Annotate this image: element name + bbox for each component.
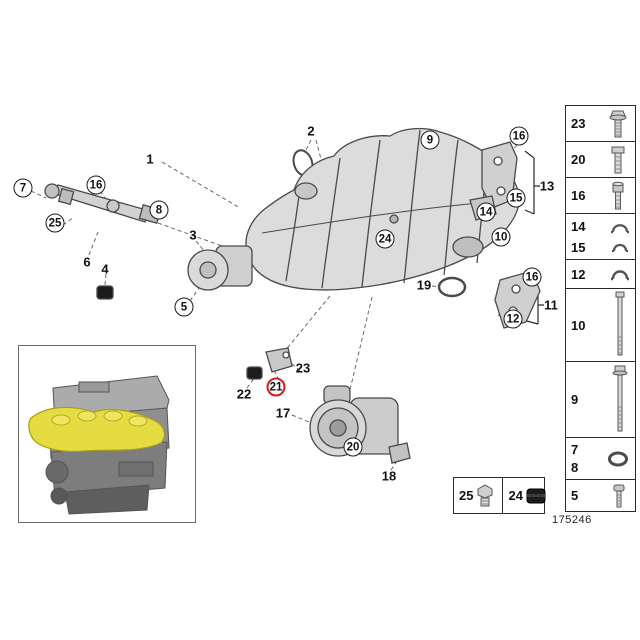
part-ref-label: 15	[571, 239, 586, 255]
sidebar-row-16: 16	[566, 178, 635, 214]
part-ref-label: 20	[571, 152, 586, 167]
part-ref-label: 14	[571, 219, 586, 235]
callout-16-mid: 16	[522, 267, 542, 287]
engine-thumbnail-box	[18, 345, 196, 523]
callout-16-left: 16	[86, 175, 106, 195]
sidebar-row-14-15: 14 15	[566, 214, 635, 260]
flange-bolt-icon	[606, 109, 630, 139]
sidebar-row-23: 23	[566, 106, 635, 142]
callout-22: 22	[236, 386, 252, 402]
callout-1: 1	[146, 151, 154, 167]
bottom-fastener-box: 25 24	[453, 477, 546, 514]
callout-9: 9	[420, 130, 440, 150]
callout-13: 13	[539, 178, 555, 194]
sidebar-row-5: 5	[566, 480, 635, 511]
screw-plug-icon	[473, 483, 497, 509]
bracket-lines	[522, 150, 544, 325]
socket-head-screw-icon	[606, 181, 630, 211]
hose-clamp-icon	[610, 239, 630, 255]
part-ref-label: 5	[571, 488, 579, 503]
callout-8: 8	[149, 200, 169, 220]
throttle-body-drawing	[309, 385, 399, 457]
part-ref-label: 25	[459, 488, 474, 503]
long-stud-bolt-icon	[610, 291, 630, 359]
hose-clamp-icon	[610, 218, 630, 236]
o-ring-icon	[606, 448, 630, 470]
rubber-mount-4-drawing	[96, 285, 114, 300]
callout-16-top: 16	[509, 126, 529, 146]
callout-14: 14	[476, 202, 496, 222]
o-ring-19-drawing	[437, 276, 467, 298]
fastener-sidebar: 23 20 16 14	[565, 105, 636, 512]
hex-bolt-icon	[606, 145, 630, 175]
callout-12: 12	[503, 309, 523, 329]
sidebar-subrow-14: 14	[571, 218, 630, 236]
callout-4: 4	[101, 261, 109, 277]
callout-3: 3	[189, 227, 197, 243]
callout-7: 7	[13, 178, 33, 198]
rubber-grommet-icon	[523, 484, 549, 508]
part-ref-label: 9	[571, 392, 579, 407]
callout-11: 11	[544, 297, 558, 313]
intake-manifold-drawing	[245, 127, 520, 291]
legend-cell-25: 25	[454, 478, 502, 513]
callout-23: 23	[295, 360, 311, 376]
callout-2: 2	[307, 123, 315, 139]
actuator-drawing	[187, 245, 253, 291]
callout-6: 6	[83, 254, 91, 270]
sidebar-row-7-8: 7 8	[566, 438, 635, 480]
part-ref-label: 23	[571, 116, 586, 131]
part-ref-label: 24	[508, 488, 523, 503]
part-ref-label: 8	[571, 460, 579, 476]
part-ref-label: 16	[571, 188, 586, 203]
small-bracket-drawing	[246, 347, 293, 380]
callout-10: 10	[491, 227, 511, 247]
machine-screw-icon	[608, 483, 630, 509]
long-hex-bolt-icon	[610, 365, 630, 435]
callout-5: 5	[174, 297, 194, 317]
engine-with-highlighted-manifold-thumbnail	[28, 375, 170, 515]
sidebar-row-10: 10	[566, 289, 635, 362]
callout-15: 15	[506, 188, 526, 208]
part-ref-label: 10	[571, 317, 586, 333]
sidebar-row-20: 20	[566, 142, 635, 178]
sidebar-row-12: 12	[566, 260, 635, 289]
callout-24: 24	[375, 229, 395, 249]
legend-cell-24: 24	[502, 478, 553, 513]
callout-19: 19	[416, 277, 432, 293]
part-ref-label: 7	[571, 441, 579, 457]
retaining-clamp-icon	[610, 264, 630, 284]
callout-21-highlighted: 21	[266, 377, 286, 397]
callout-18: 18	[381, 468, 397, 484]
callout-25: 25	[45, 213, 65, 233]
callout-17: 17	[275, 405, 291, 421]
diagram-reference-number: 175246	[552, 514, 592, 526]
highlighted-manifold-shape	[28, 406, 166, 453]
sidebar-subrow-15: 15	[571, 239, 630, 255]
sidebar-row-9: 9	[566, 362, 635, 438]
callout-20: 20	[343, 437, 363, 457]
clamp-18-drawing	[388, 442, 411, 464]
part-ref-label: 12	[571, 266, 586, 282]
